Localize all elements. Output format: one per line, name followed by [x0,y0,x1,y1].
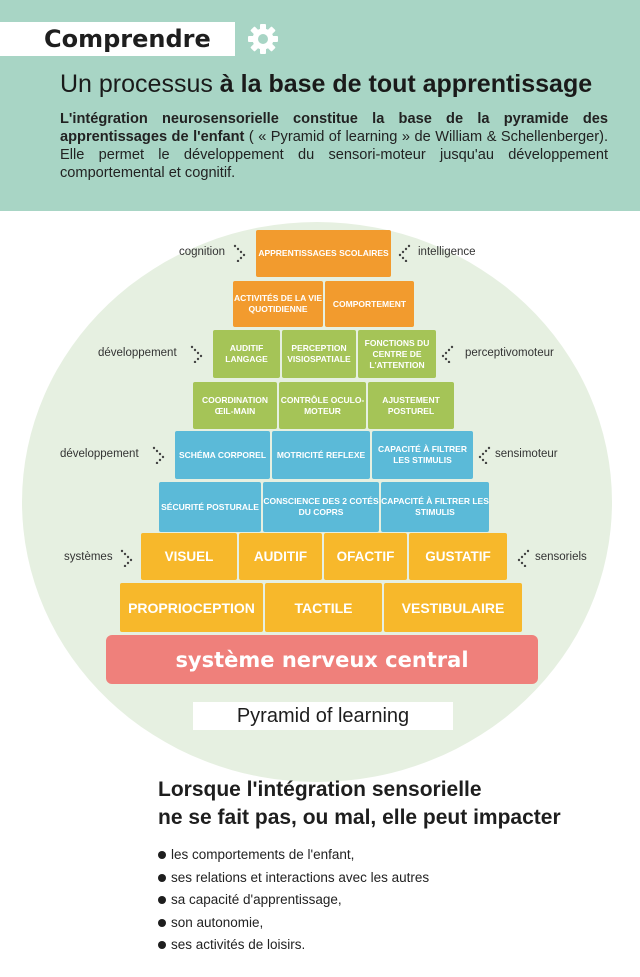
conclusion-heading: Lorsque l'intégration sensorielle ne se … [158,776,618,832]
list-item: son autonomie, [158,912,429,935]
block-filtrer-stimulis-2: CAPACITÉ À FILTRER LES STIMULIS [381,482,489,532]
impact-list: les comportements de l'enfant, ses relat… [158,844,429,957]
intro-paragraph: L'intégration neurosensorielle constitue… [60,110,608,182]
intro-bold: L'intégration neurosensorielle constitue… [60,111,608,145]
subtitle: Un processus à la base de tout apprentis… [60,70,592,99]
block-proprioception: PROPRIOCEPTION [120,583,263,632]
block-apprentissages-scolaires: APPRENTISSAGES SCOLAIRES [256,230,391,277]
dotted-chevron-icon [478,446,491,464]
dotted-chevron-icon [120,549,133,567]
block-perception-visiospatiale: PERCEPTION VISIOSPATIALE [282,330,356,378]
dotted-chevron-icon [233,244,246,262]
dotted-chevron-icon [152,446,165,464]
label-systemes: systèmes [64,551,113,563]
block-ajustement-postural: AJUSTEMENT POSTUREL [368,382,454,429]
list-item: les comportements de l'enfant, [158,844,429,867]
label-perceptivomoteur: perceptivomoteur [465,347,554,359]
label-sensimoteur: sensimoteur [495,448,558,460]
page-title: Comprendre [0,22,235,56]
bullet-icon [158,941,166,950]
dotted-chevron-icon [398,244,411,262]
label-developpement-1: développement [98,347,177,359]
conclusion-heading-line2: ne se fait pas, ou mal, elle peut impact… [158,806,561,829]
dotted-chevron-icon [190,345,203,363]
block-securite-posturale: SÉCURITÉ POSTURALE [159,482,261,532]
dotted-chevron-icon [441,345,454,363]
list-item: ses activités de loisirs. [158,934,429,957]
block-schema-corporel: SCHÉMA CORPOREL [175,431,270,479]
block-auditif: AUDITIF [239,533,322,580]
list-item-text: ses activités de loisirs. [171,937,306,952]
block-comportement: COMPORTEMENT [325,281,414,327]
block-activites-vie-quotidienne: ACTIVITÉS DE LA VIE QUOTIDIENNE [233,281,323,327]
list-item-text: ses relations et interactions avec les a… [171,869,430,885]
block-conscience-2-cotes: CONSCIENCE DES 2 COTÉS DU COPRS [263,482,379,532]
bullet-icon [158,918,166,927]
conclusion-heading-line1: Lorsque l'intégration sensorielle [158,778,482,801]
block-ofactif: OFACTIF [324,533,407,580]
block-vestibulaire: VESTIBULAIRE [384,583,522,632]
dotted-chevron-icon [517,549,530,567]
label-cognition: cognition [179,246,226,258]
block-controle-oculo-moteur: CONTRÔLE OCULO-MOTEUR [279,382,366,429]
subtitle-light: Un processus [60,70,220,98]
label-developpement-2: développement [60,448,139,460]
label-sensoriels: sensoriels [535,551,587,563]
bullet-icon [158,896,166,905]
block-filtrer-stimulis-1: CAPACITÉ À FILTRER LES STIMULIS [372,431,473,479]
block-auditif-langage: AUDITIF LANGAGE [213,330,280,378]
list-item: sa capacité d'apprentissage, [158,889,429,912]
pyramid-caption: Pyramid of learning [193,702,453,730]
bullet-icon [158,851,166,860]
list-item-text: les comportements de l'enfant, [171,847,355,862]
block-gustatif: GUSTATIF [409,533,507,580]
list-item-text: son autonomie, [171,914,264,930]
block-fonctions-attention: FONCTIONS DU CENTRE DE L'ATTENTION [358,330,436,378]
block-tactile: TACTILE [265,583,382,632]
bullet-icon [158,873,166,882]
block-visuel: VISUEL [141,533,237,580]
block-motricite-reflexe: MOTRICITÉ REFLEXE [272,431,370,479]
list-item-text: sa capacité d'apprentissage, [171,892,342,907]
intro-rest: ( « Pyramid of learning » de William & S… [60,129,608,181]
gear-icon [248,24,278,54]
subtitle-bold: à la base de tout apprentissage [219,70,593,98]
block-systeme-nerveux-central: système nerveux central [106,635,538,684]
block-coordination-oeil-main: COORDINATION ŒIL-MAIN [193,382,277,429]
list-item: ses relations et interactions avec les a… [158,867,429,890]
label-intelligence: intelligence [418,246,476,258]
